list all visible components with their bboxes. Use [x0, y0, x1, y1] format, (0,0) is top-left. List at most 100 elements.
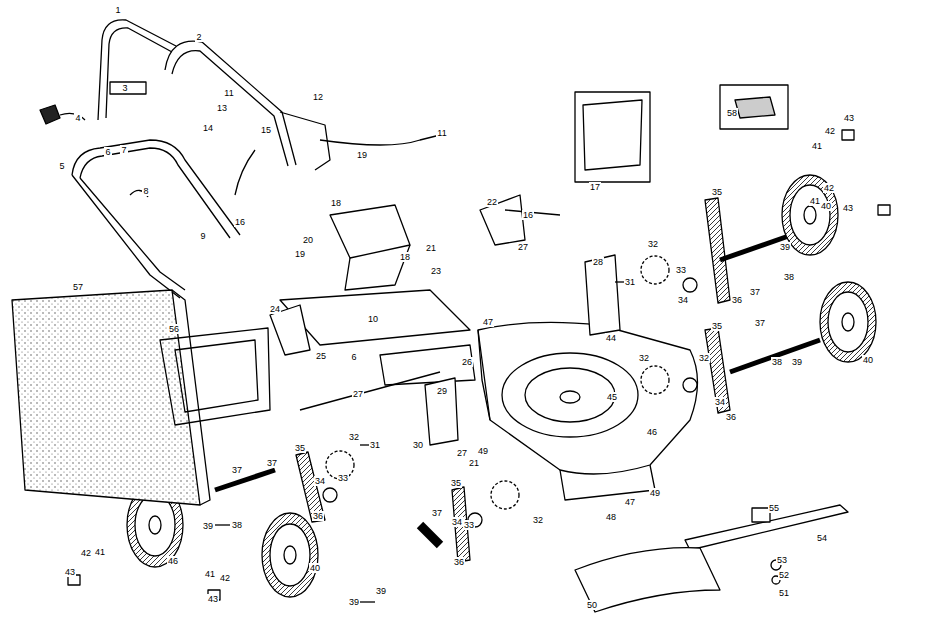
callout-number: 14 [202, 123, 214, 133]
callout-number: 31 [369, 440, 381, 450]
callout-number: 21 [468, 458, 480, 468]
callout-number: 12 [312, 92, 324, 102]
callout-number: 19 [294, 249, 306, 259]
callout-number: 37 [231, 465, 243, 475]
callout-number: 4 [74, 113, 81, 123]
callout-number: 42 [824, 126, 836, 136]
callout-number: 27 [352, 389, 364, 399]
callout-number: 49 [477, 446, 489, 456]
callout-number: 18 [330, 198, 342, 208]
callout-number: 11 [436, 128, 447, 138]
callout-number: 1 [114, 5, 121, 15]
callout-number: 42 [80, 548, 92, 558]
callout-number: 37 [749, 287, 761, 297]
callout-number: 38 [771, 357, 783, 367]
callout-number: 34 [314, 476, 326, 486]
callout-number: 33 [463, 520, 475, 530]
callout-number: 55 [768, 503, 780, 513]
callout-number: 40 [820, 201, 832, 211]
callout-number: 42 [219, 573, 231, 583]
callout-number: 36 [312, 511, 324, 521]
callout-number: 28 [592, 257, 604, 267]
callout-number: 41 [811, 141, 823, 151]
callout-number: 57 [72, 282, 84, 292]
callout-number: 30 [412, 440, 424, 450]
callout-number: 39 [375, 586, 387, 596]
callout-number: 31 [624, 277, 636, 287]
callout-number: 33 [675, 265, 687, 275]
callout-number: 41 [94, 547, 106, 557]
callout-number: 26 [461, 357, 473, 367]
callout-number: 2 [195, 32, 202, 42]
callout-number: 39 [348, 597, 360, 607]
callout-number: 34 [677, 295, 689, 305]
callout-number: 18 [399, 252, 411, 262]
callout-number: 51 [778, 588, 790, 598]
callout-number: 47 [482, 317, 494, 327]
callout-number: 37 [754, 318, 766, 328]
callout-number: 37 [266, 458, 278, 468]
callout-number: 53 [776, 555, 788, 565]
callout-number: 40 [309, 563, 321, 573]
callout-number: 38 [231, 520, 243, 530]
callout-number: 39 [791, 357, 803, 367]
callout-number: 16 [234, 217, 246, 227]
callout-number: 42 [823, 183, 835, 193]
callout-number: 25 [315, 351, 327, 361]
callout-number: 32 [638, 353, 650, 363]
callout-number: 40 [862, 355, 874, 365]
callout-number: 34 [714, 397, 726, 407]
callout-number: 29 [436, 386, 448, 396]
callout-number: 52 [778, 570, 790, 580]
callout-number: 44 [605, 333, 617, 343]
callout-number: 49 [649, 488, 661, 498]
callout-number: 39 [779, 242, 791, 252]
callout-number: 38 [783, 272, 795, 282]
callout-number: 43 [64, 567, 76, 577]
callout-number: 35 [711, 321, 723, 331]
callout-number: 9 [199, 231, 206, 241]
callout-number: 7 [120, 145, 127, 155]
callout-number: 10 [367, 314, 379, 324]
callout-number: 34 [451, 517, 463, 527]
callout-number: 20 [302, 235, 314, 245]
callout-number: 19 [356, 150, 368, 160]
callout-number: 43 [843, 113, 855, 123]
callout-number: 35 [294, 443, 306, 453]
callout-number: 54 [816, 533, 828, 543]
callout-number: 32 [647, 239, 659, 249]
callout-number: 39 [202, 521, 214, 531]
callout-number: 15 [260, 125, 272, 135]
callout-number: 41 [204, 569, 216, 579]
callout-number: 36 [453, 557, 465, 567]
callout-number: 21 [425, 243, 437, 253]
callout-number: 17 [589, 182, 601, 192]
callout-number: 32 [348, 432, 360, 442]
callout-number: 32 [698, 353, 710, 363]
callout-number: 43 [207, 594, 219, 604]
callout-number: 56 [168, 324, 180, 334]
callout-number: 35 [450, 478, 462, 488]
callout-number: 45 [606, 392, 618, 402]
callout-number: 58 [726, 108, 738, 118]
callout-number: 13 [216, 103, 228, 113]
callout-number: 46 [646, 427, 658, 437]
callout-number: 35 [711, 187, 723, 197]
callout-number: 47 [624, 497, 636, 507]
callout-number: 22 [486, 197, 498, 207]
callout-number: 5 [58, 161, 65, 171]
callout-number: 32 [532, 515, 544, 525]
callout-number: 16 [522, 210, 534, 220]
callout-number: 36 [725, 412, 737, 422]
callout-number: 33 [337, 473, 349, 483]
callout-number: 46 [167, 556, 179, 566]
callout-number: 37 [431, 508, 443, 518]
callout-number: 24 [269, 304, 281, 314]
callout-number: 27 [456, 448, 468, 458]
callout-number: 50 [586, 600, 598, 610]
callout-number: 6 [104, 147, 111, 157]
callout-number: 48 [605, 512, 617, 522]
callout-number: 6 [350, 352, 357, 362]
callout-number: 27 [517, 242, 529, 252]
